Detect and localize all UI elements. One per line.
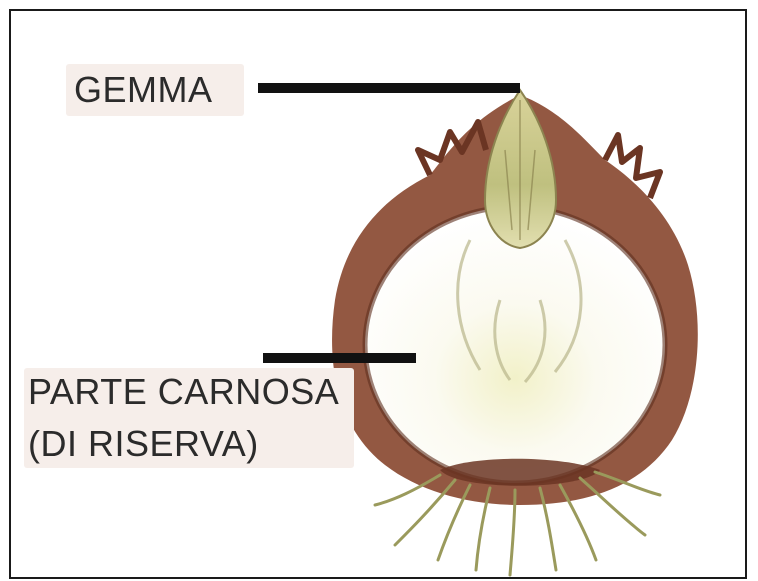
fleshy-part-label-line1: PARTE CARNOSA xyxy=(28,374,339,410)
bud-label: GEMMA xyxy=(74,72,213,108)
bud-leader-line xyxy=(258,83,520,93)
fleshy-part-label-line2: (DI RISERVA) xyxy=(28,426,259,462)
fleshy-part-leader-line xyxy=(263,353,416,363)
